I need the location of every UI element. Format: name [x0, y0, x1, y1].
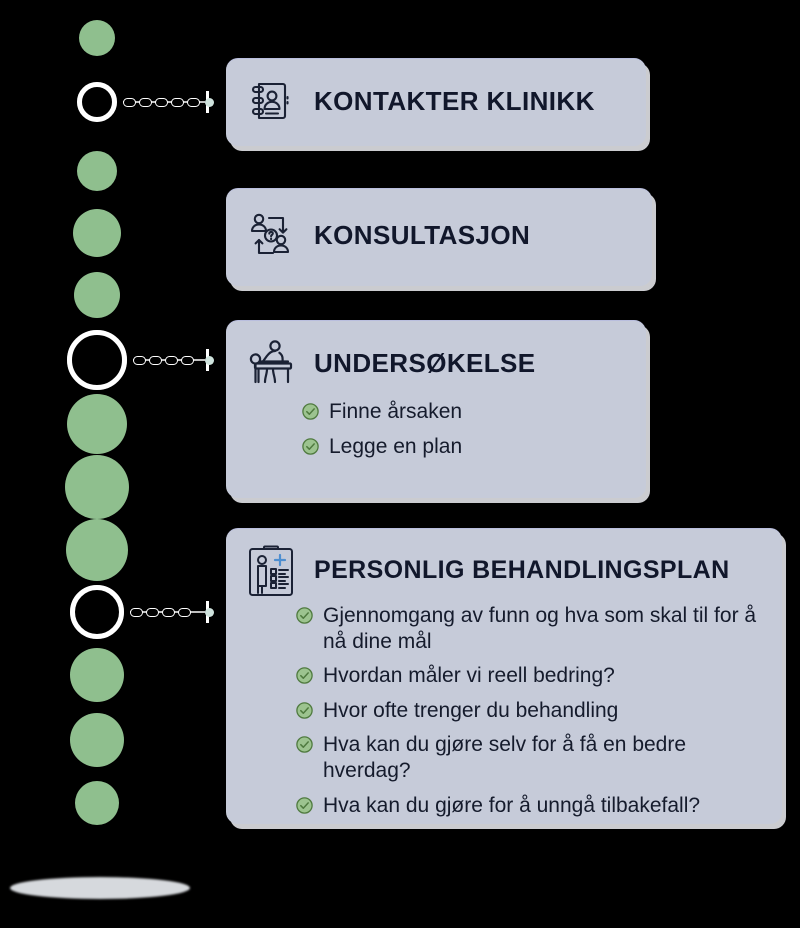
bullet-text: Hvordan måler vi reell bedring? [323, 664, 615, 688]
chain-link [187, 97, 200, 107]
card-konsultasjon[interactable]: KONSULTASJON [226, 188, 652, 286]
check-circle-icon [302, 437, 319, 455]
chain-link [133, 355, 146, 365]
chain-link [146, 607, 159, 617]
chain-end-nub [205, 607, 214, 617]
chain-connector [130, 601, 214, 623]
card-personlig-behandlingsplan[interactable]: PERSONLIG BEHANDLINGSPLAN Gjennomgang av… [226, 528, 782, 824]
chain-link [149, 355, 162, 365]
white-ring-marker [77, 82, 117, 122]
chain-end-nub [205, 97, 214, 107]
check-circle-icon [302, 403, 319, 420]
green-pebble [70, 648, 124, 702]
green-pebble [67, 394, 127, 454]
bullet-text: Hvor ofte trenger du behandling [323, 698, 619, 722]
card-title: KONSULTASJON [314, 219, 531, 250]
card-header: PERSONLIG BEHANDLINGSPLAN [244, 543, 764, 599]
chain-link [155, 97, 168, 107]
chain-link [181, 355, 194, 365]
check-circle-icon [296, 702, 313, 719]
card-title: KONTAKTER KLINIKK [314, 85, 595, 116]
check-circle-icon [296, 607, 313, 624]
contact-book-icon [244, 73, 300, 129]
card-header: KONSULTASJON [244, 207, 634, 263]
bullet-item: Hva kan du gjøre selv for å få en bedre … [296, 732, 764, 783]
check-circle-icon [296, 736, 313, 754]
chain-link [178, 607, 191, 617]
card-title: UNDERSØKELSE [314, 347, 536, 378]
green-pebble [77, 151, 117, 191]
chain-link [123, 97, 136, 107]
check-circle-icon [296, 796, 313, 814]
card-kontakter-klinikk[interactable]: KONTAKTER KLINIKK [226, 58, 646, 146]
ground-shadow-ellipse [10, 877, 190, 899]
bullet-item: Legge en plan [302, 434, 628, 460]
clipboard-treatment-plan-icon [244, 543, 300, 599]
check-circle-icon [296, 667, 313, 684]
bullet-item: Gjennomgang av funn og hva som skal til … [296, 603, 764, 654]
green-pebble [79, 20, 115, 56]
white-ring-marker [70, 585, 124, 639]
bullet-list: Gjennomgang av funn og hva som skal til … [296, 603, 764, 818]
bullet-item: Hva kan du gjøre for å unngå tilbakefall… [296, 793, 764, 819]
chain-end-nub [205, 355, 214, 365]
white-ring-marker [67, 330, 127, 390]
consultation-question-icon [244, 207, 300, 263]
chain-connector [123, 91, 214, 113]
bullet-text: Finne årsaken [329, 400, 463, 423]
card-header: UNDERSØKELSE [244, 335, 628, 391]
bullet-text: Hva kan du gjøre selv for å få en bedre … [323, 733, 687, 783]
chain-link [162, 607, 175, 617]
green-pebble [74, 272, 120, 318]
card-title: PERSONLIG BEHANDLINGSPLAN [314, 556, 730, 585]
chain-link [171, 97, 184, 107]
bullet-text: Legge en plan [329, 434, 463, 458]
chain-link [165, 355, 178, 365]
bullet-text: Hva kan du gjøre for å unngå tilbakefall… [323, 793, 701, 817]
chain-link [139, 97, 152, 107]
green-pebble [73, 209, 121, 257]
green-pebble [65, 455, 129, 519]
bullet-item: Hvordan måler vi reell bedring? [296, 663, 764, 689]
green-pebble [70, 713, 124, 767]
green-pebble [66, 519, 128, 581]
bullet-item: Hvor ofte trenger du behandling [296, 698, 764, 724]
green-pebble [75, 781, 119, 825]
bullet-item: Finne årsaken [302, 399, 628, 425]
physical-examination-icon [244, 335, 300, 391]
card-header: KONTAKTER KLINIKK [244, 73, 628, 129]
chain-link [130, 607, 143, 617]
chain-connector [133, 349, 214, 371]
bullet-text: Gjennomgang av funn og hva som skal til … [323, 604, 757, 653]
